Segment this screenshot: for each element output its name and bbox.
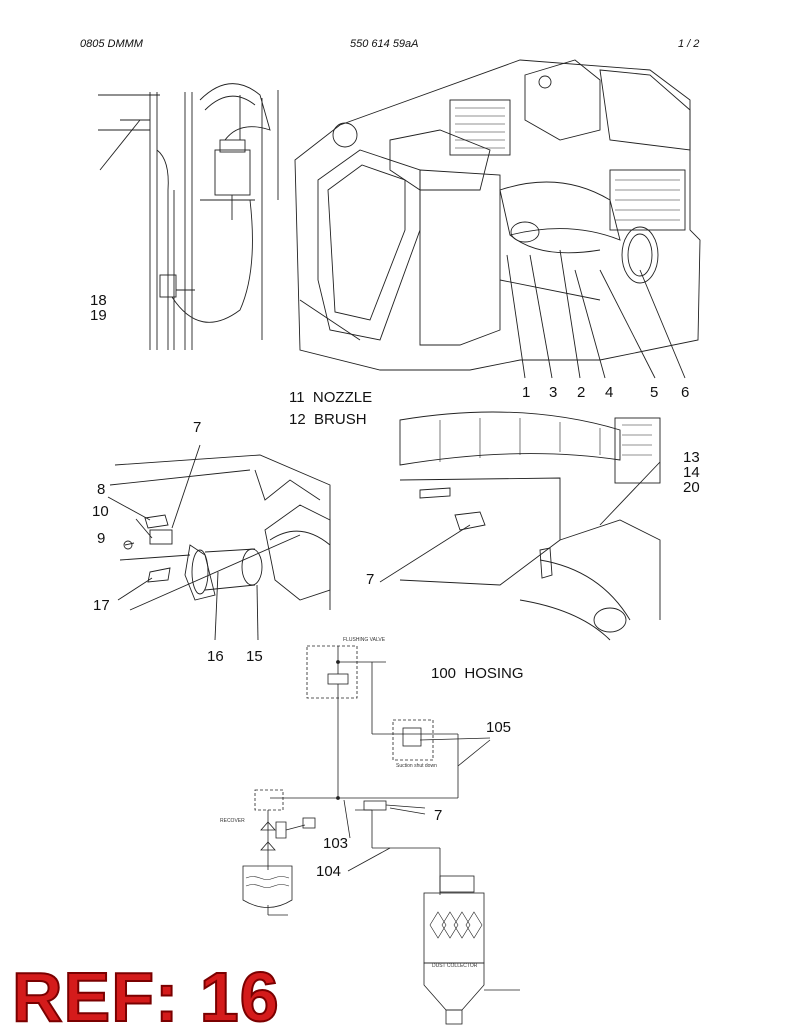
recover-label: RECOVER — [220, 818, 245, 824]
detail-housing-mount — [379, 411, 661, 641]
callout-105: 105 — [486, 719, 512, 736]
callout-14: 14 — [683, 464, 700, 481]
callout-18: 18 — [90, 292, 107, 309]
callout-2: 2 — [577, 384, 586, 401]
callout-15: 15 — [246, 648, 263, 665]
callout-7-schematic: 7 — [434, 807, 443, 824]
legend-hosing: 100 HOSING — [431, 665, 524, 682]
part-number: 550 614 59aA — [350, 38, 419, 50]
callout-7-mount: 7 — [366, 571, 375, 588]
page-indicator: 1 / 2 — [678, 38, 700, 50]
doc-code: 0805 DMMM — [80, 38, 143, 50]
callout-103: 103 — [323, 835, 349, 852]
machine-isometric — [294, 59, 701, 379]
callout-104: 104 — [316, 863, 342, 880]
suction-valve-label: Suction shut down — [396, 763, 437, 769]
callout-1: 1 — [522, 384, 531, 401]
reference-stamp: REF: 16 — [11, 958, 280, 1036]
callout-8: 8 — [97, 481, 106, 498]
callout-10: 10 — [92, 503, 109, 520]
detail-pipe-valve — [98, 83, 279, 350]
callout-20: 20 — [683, 479, 700, 496]
callout-19: 19 — [90, 307, 107, 324]
callout-13: 13 — [683, 449, 700, 466]
callout-16: 16 — [207, 648, 224, 665]
flushing-valve-label: FLUSHING VALVE — [343, 637, 386, 643]
hose-schematic — [242, 645, 520, 1025]
callout-9: 9 — [97, 530, 106, 547]
legend-brush: 12 BRUSH — [289, 411, 367, 428]
dust-collector-label: DUST COLLECTOR — [432, 963, 478, 969]
callout-7-nozzle: 7 — [193, 419, 202, 436]
callout-4: 4 — [605, 384, 614, 401]
callout-5: 5 — [650, 384, 659, 401]
legend-nozzle: 11 NOZZLE — [289, 389, 373, 406]
callout-17: 17 — [93, 597, 110, 614]
detail-nozzle — [107, 444, 331, 641]
callout-3: 3 — [549, 384, 558, 401]
callout-6: 6 — [681, 384, 690, 401]
